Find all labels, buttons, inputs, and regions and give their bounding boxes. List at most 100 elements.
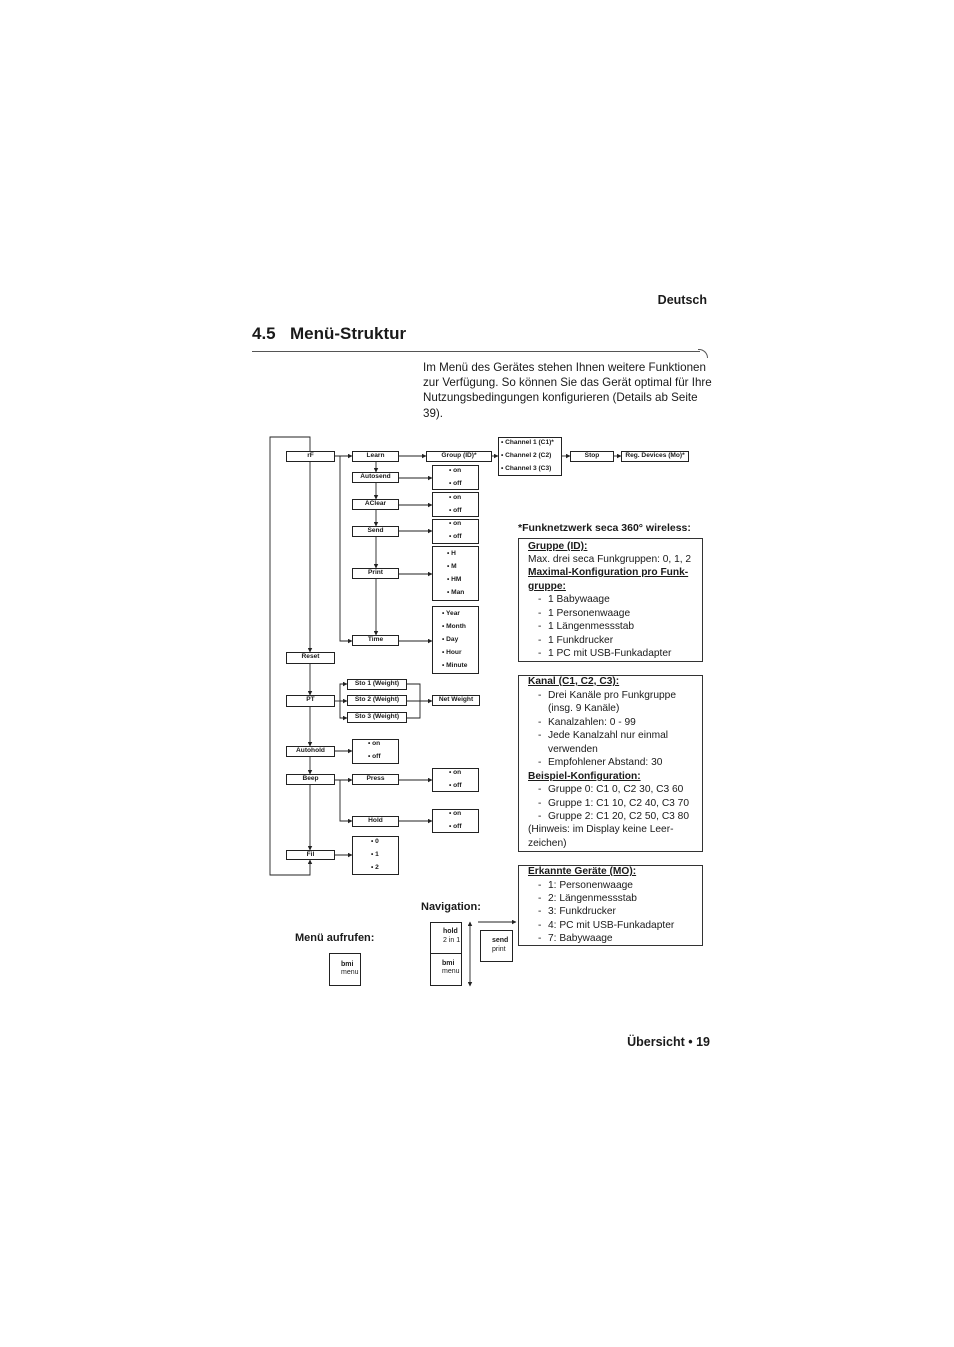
fil-option-1: • 1 xyxy=(371,851,379,858)
fil-option-2: • 2 xyxy=(371,864,379,871)
time-option-month: • Month xyxy=(442,623,466,630)
info-devices-item: -3: Funkdrucker xyxy=(538,906,616,917)
send-option-off: • off xyxy=(449,533,462,540)
menu-node-time: Time xyxy=(352,635,399,646)
menu-node-learn: Learn xyxy=(352,451,399,462)
menu-node-sto-1: Sto 1 (Weight) xyxy=(347,679,407,690)
menu-open-label: Menü aufrufen: xyxy=(295,932,375,944)
aclear-options-box xyxy=(432,492,479,517)
hold-key-label: hold xyxy=(443,928,458,935)
info-channel-item-cont: verwenden xyxy=(548,744,598,755)
menu-node-fil: Fil xyxy=(286,850,335,860)
section-number: 4.5 xyxy=(252,324,276,343)
menu-node-sto-3: Sto 3 (Weight) xyxy=(347,712,407,723)
print-options-box xyxy=(432,546,479,601)
print-option-man: • Man xyxy=(447,589,465,596)
menu-key-label: menu xyxy=(442,968,460,975)
info-group-heading: Gruppe (ID): xyxy=(528,541,588,552)
info-maxconfig-item: -1 Personenwaage xyxy=(538,608,631,619)
info-box-devices xyxy=(518,865,703,946)
info-devices-item: -2: Längenmessstab xyxy=(538,893,637,904)
info-note-cont: zeichen) xyxy=(528,838,567,849)
press-option-off: • off xyxy=(449,782,462,789)
info-devices-item: -1: Personenwaage xyxy=(538,880,633,891)
info-box-group xyxy=(518,538,703,662)
aclear-option-on: • on xyxy=(449,494,462,501)
menu-node-send: Send xyxy=(352,526,399,537)
bmi-key-label: bmi xyxy=(341,961,354,968)
menu-node-reg-devices: Reg. Devices (Mo)* xyxy=(621,451,689,462)
menu-node-press: Press xyxy=(352,774,399,785)
send-print-key xyxy=(480,930,513,962)
autohold-option-on: • on xyxy=(368,740,381,747)
menu-node-autosend: Autosend xyxy=(352,472,399,483)
print-key-label: print xyxy=(492,946,506,953)
press-options-box xyxy=(432,768,479,792)
channel-options-box xyxy=(498,437,562,476)
info-channel-item: -Kanalzahlen: 0 - 99 xyxy=(538,717,636,728)
info-channel-heading: Kanal (C1, C2, C3): xyxy=(528,676,620,687)
menu-node-net-weight: Net Weight xyxy=(432,695,480,706)
time-options-box xyxy=(432,606,479,674)
info-channel-item: -Jede Kanalzahl nur einmal xyxy=(538,730,669,741)
time-option-day: • Day xyxy=(442,636,459,643)
info-maxconfig-heading: Maximal-Konfiguration pro Funk- xyxy=(528,567,689,578)
info-devices-heading: Erkannte Geräte (MO): xyxy=(528,866,637,877)
section-title-text: Menü-Struktur xyxy=(290,324,407,343)
info-maxconfig-item: -1 Längenmessstab xyxy=(538,621,635,632)
autosend-option-off: • off xyxy=(449,480,462,487)
channel-option-3: • Channel 3 (C3) xyxy=(501,465,552,472)
print-option-m: • M xyxy=(447,563,457,570)
two-in-one-key-label: 2 in 1 xyxy=(443,937,461,944)
menu-node-group-id: Group (ID)* xyxy=(426,451,492,462)
title-rule xyxy=(252,351,700,352)
bmi-down-key xyxy=(430,953,462,986)
info-channel-item-cont: (insg. 9 Kanäle) xyxy=(548,703,620,714)
info-maxconfig-heading-cont: gruppe: xyxy=(528,581,566,592)
autohold-option-off: • off xyxy=(368,753,381,760)
navigation-label: Navigation: xyxy=(421,901,481,913)
info-example-item: -Gruppe 2: C1 20, C2 50, C3 80 xyxy=(538,811,690,822)
intro-paragraph: Im Menü des Gerätes stehen Ihnen weitere… xyxy=(423,361,712,420)
hold-options-box xyxy=(432,809,479,833)
info-group-text: Max. drei seca Funkgruppen: 0, 1, 2 xyxy=(528,554,692,565)
send-options-box xyxy=(432,519,479,544)
info-maxconfig-item: -1 PC mit USB-Funkadapter xyxy=(538,648,672,659)
fil-option-0: • 0 xyxy=(371,838,379,845)
print-option-h: • H xyxy=(447,550,456,557)
send-key-label: send xyxy=(492,937,509,944)
menu-node-autohold: Autohold xyxy=(286,746,335,757)
menu-node-stop: Stop xyxy=(570,451,614,462)
menu-node-rf: rF xyxy=(286,451,335,462)
time-option-hour: • Hour xyxy=(442,649,462,656)
menu-node-pt: PT xyxy=(286,695,335,707)
aclear-option-off: • off xyxy=(449,507,462,514)
print-option-hm: • HM xyxy=(447,576,462,583)
info-example-item: -Gruppe 1: C1 10, C2 40, C3 70 xyxy=(538,798,690,809)
page-footer: Übersicht • 19 xyxy=(627,1035,710,1049)
time-option-minute: • Minute xyxy=(442,662,468,669)
bmi-key-label: bmi xyxy=(442,960,455,967)
info-maxconfig-item: -1 Babywaage xyxy=(538,594,610,605)
time-option-year: • Year xyxy=(442,610,460,617)
info-note: (Hinweis: im Display keine Leer- xyxy=(528,824,674,835)
menu-key-label: menu xyxy=(341,969,359,976)
menu-node-print: Print xyxy=(352,568,399,579)
hold-option-off: • off xyxy=(449,823,462,830)
info-example-item: -Gruppe 0: C1 0, C2 30, C3 60 xyxy=(538,784,684,795)
info-heading: *Funknetzwerk seca 360° wireless: xyxy=(518,522,691,534)
info-maxconfig-item: -1 Funkdrucker xyxy=(538,635,614,646)
hold-option-on: • on xyxy=(449,810,462,817)
hold-up-key xyxy=(430,922,462,955)
menu-node-aclear: AClear xyxy=(352,499,399,510)
info-channel-item: -Empfohlener Abstand: 30 xyxy=(538,757,663,768)
language-label: Deutsch xyxy=(657,293,707,307)
send-option-on: • on xyxy=(449,520,462,527)
menu-node-hold: Hold xyxy=(352,816,399,827)
info-channel-item: -Drei Kanäle pro Funkgruppe xyxy=(538,690,676,701)
menu-node-beep: Beep xyxy=(286,774,335,785)
info-example-heading: Beispiel-Konfiguration: xyxy=(528,771,641,782)
info-devices-item: -4: PC mit USB-Funkadapter xyxy=(538,920,675,931)
channel-option-1: • Channel 1 (C1)* xyxy=(501,439,554,446)
